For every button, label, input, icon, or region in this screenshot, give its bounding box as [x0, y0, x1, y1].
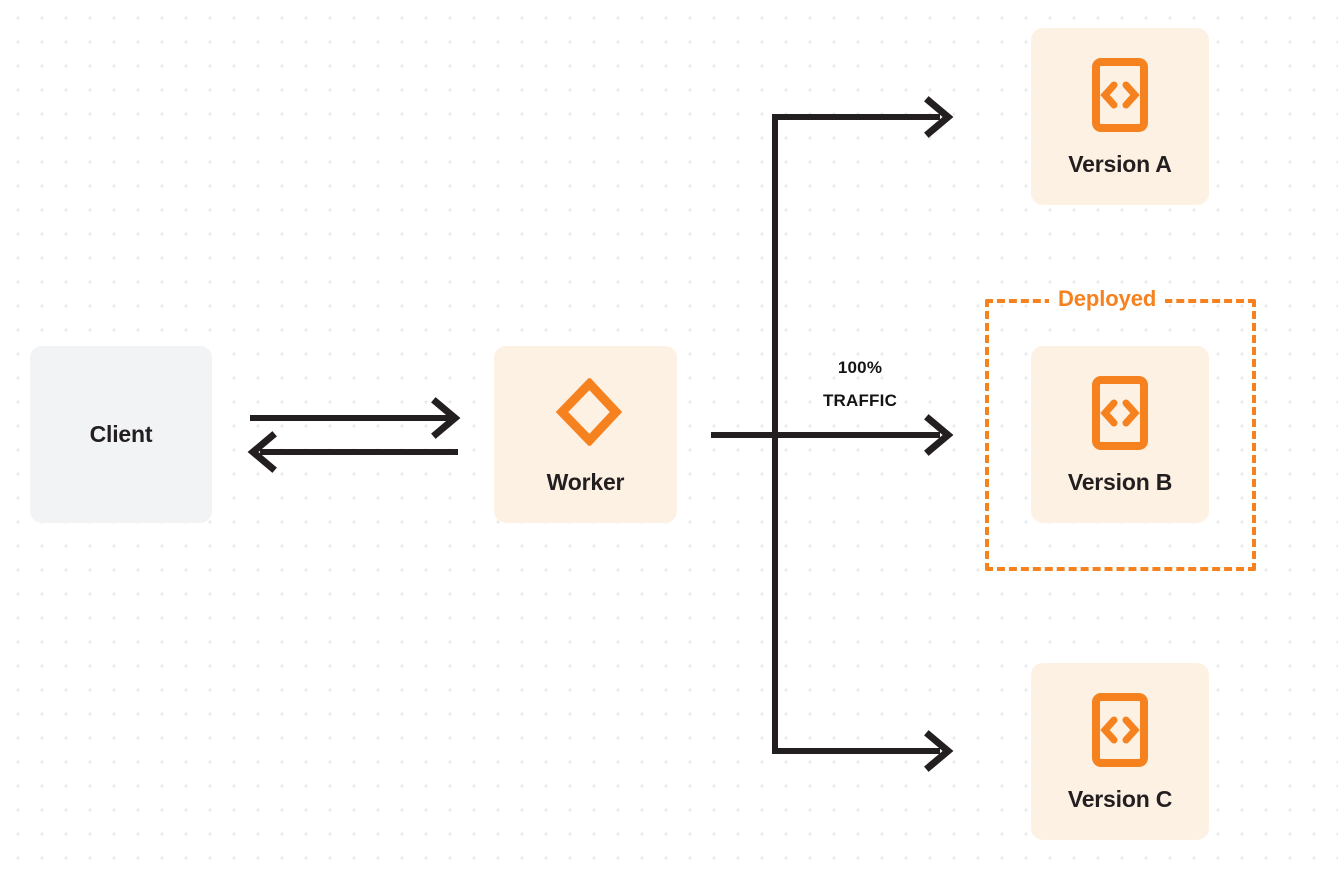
node-version-b[interactable]: Version B — [1031, 346, 1209, 523]
edge-client-to-worker — [250, 397, 461, 439]
node-version-c[interactable]: Version C — [1031, 663, 1209, 840]
node-worker[interactable]: Worker — [494, 346, 677, 523]
edge-worker-to-version-b — [775, 414, 954, 456]
edge-worker-to-version-a — [772, 96, 954, 138]
node-client[interactable]: Client — [30, 346, 212, 523]
deployed-group-label: Deployed — [1049, 285, 1166, 313]
node-version-a[interactable]: Version A — [1031, 28, 1209, 205]
node-client-label: Client — [89, 421, 153, 447]
edge-worker-to-client — [247, 431, 458, 473]
worker-logo-icon — [546, 375, 626, 449]
traffic-unit: TRAFFIC — [822, 391, 898, 411]
traffic-label: 100% TRAFFIC — [790, 351, 930, 417]
node-version-a-label: Version A — [1068, 151, 1172, 177]
node-worker-label: Worker — [546, 469, 625, 495]
edge-worker-to-version-c — [772, 730, 954, 772]
code-file-icon — [1091, 375, 1149, 451]
node-version-b-label: Version B — [1067, 469, 1173, 495]
traffic-percent: 100% — [837, 358, 883, 377]
code-file-icon — [1091, 57, 1149, 133]
edge-worker-trunk — [711, 114, 778, 754]
node-version-c-label: Version C — [1067, 786, 1173, 812]
code-file-icon — [1091, 692, 1149, 768]
